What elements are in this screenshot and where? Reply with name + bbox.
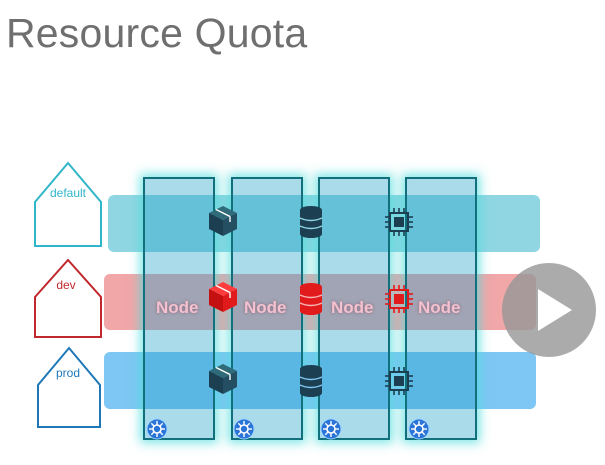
pod-cube-icon: [209, 364, 237, 394]
node-column-1: [143, 177, 215, 440]
cpu-chip-icon: [385, 208, 413, 236]
kubernetes-wheel-icon: [408, 418, 430, 440]
kubernetes-wheel-icon: [233, 418, 255, 440]
namespace-house-prod: [37, 346, 101, 428]
node-column-2: [231, 177, 303, 440]
database-icon: [299, 206, 323, 238]
pod-cube-icon: [209, 282, 237, 312]
play-icon: [538, 289, 572, 331]
node-label-4: Node: [418, 298, 461, 317]
namespace-house-dev: [34, 258, 102, 338]
cpu-chip-icon: [385, 285, 413, 313]
play-button[interactable]: [502, 263, 596, 357]
node-label-3: Node: [331, 298, 374, 317]
cpu-chip-icon: [385, 367, 413, 395]
database-icon: [299, 365, 323, 397]
node-label-2: Node: [244, 298, 287, 317]
kubernetes-wheel-icon: [146, 418, 168, 440]
namespace-band-default: [108, 195, 540, 252]
namespace-label-prod: prod: [55, 366, 81, 380]
node-label-1: Node: [156, 298, 199, 317]
namespace-label-default: default: [49, 186, 87, 200]
kubernetes-wheel-icon: [320, 418, 342, 440]
namespace-house-default: [34, 161, 102, 247]
namespace-label-dev: dev: [56, 278, 76, 292]
page-title: Resource Quota: [6, 10, 308, 56]
pod-cube-icon: [209, 206, 237, 236]
database-icon: [299, 283, 323, 315]
